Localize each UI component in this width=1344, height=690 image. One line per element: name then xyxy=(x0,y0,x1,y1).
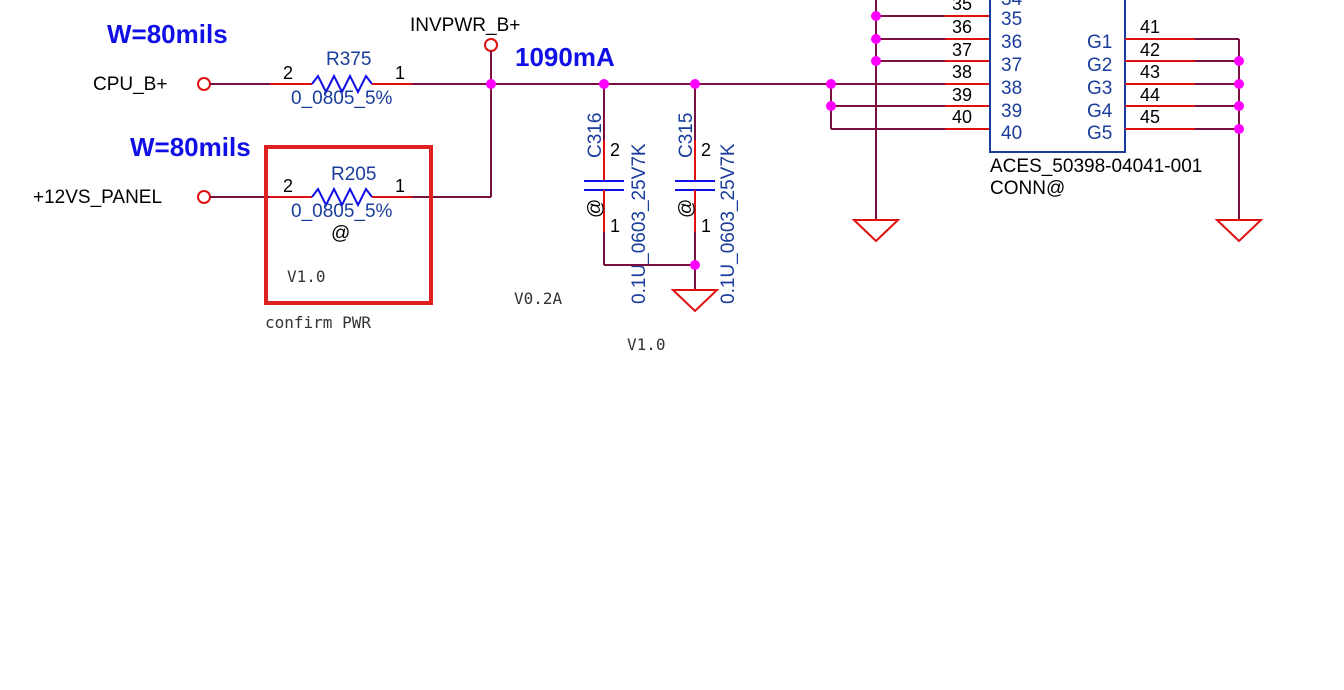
conn-left-inner-number: 38 xyxy=(1001,78,1022,99)
junction-dot xyxy=(690,260,700,270)
junction-dot xyxy=(871,56,881,66)
revision-note-caps: V1.0 xyxy=(627,335,666,354)
c316-refdes: C316 xyxy=(585,113,606,158)
junction-dot xyxy=(599,79,609,89)
c316-pin1-number: 1 xyxy=(610,216,620,236)
connector-option: CONN@ xyxy=(990,178,1065,199)
junction-dot xyxy=(1234,79,1244,89)
r375-pin2-number: 2 xyxy=(283,63,293,83)
r375-refdes: R375 xyxy=(326,49,371,70)
conn-partial-inner-number: 34 xyxy=(1001,0,1023,10)
ground-symbol-left xyxy=(851,219,901,243)
conn-right-pin-number: 44 xyxy=(1140,85,1160,105)
conn-left-outer-number: 36 xyxy=(952,17,972,37)
c316-option: @ xyxy=(585,199,606,218)
conn-right-pin-number: 42 xyxy=(1140,40,1160,60)
c315-option: @ xyxy=(676,199,697,218)
junction-dot xyxy=(486,79,496,89)
net-label-invpwr: INVPWR_B+ xyxy=(410,15,520,36)
r205-value: 0_0805_5% xyxy=(291,201,393,222)
connector-body xyxy=(989,0,1126,153)
conn-right-pin-name: G4 xyxy=(1087,101,1113,122)
port-invpwr xyxy=(484,38,498,52)
r205-refdes: R205 xyxy=(331,164,376,185)
conn-right-pin-name: G5 xyxy=(1087,123,1112,144)
r375-pin1-number: 1 xyxy=(395,63,405,83)
conn-right-pin-name: G1 xyxy=(1087,32,1112,53)
junction-dot xyxy=(1234,124,1244,134)
net-label-panel: +12VS_PANEL xyxy=(33,187,162,208)
conn-right-pin-number: 41 xyxy=(1140,17,1160,37)
c315-pin1-number: 1 xyxy=(701,216,711,236)
junction-dot xyxy=(1234,101,1244,111)
junction-dot xyxy=(826,101,836,111)
ground-symbol-right xyxy=(1214,219,1264,243)
revision-box-label: V1.0 xyxy=(287,267,326,286)
c315-pin2-number: 2 xyxy=(701,140,711,160)
conn-left-inner-number: 37 xyxy=(1001,55,1022,76)
c316-pin2-number: 2 xyxy=(610,140,620,160)
trace-width-note-bottom: W=80mils xyxy=(130,132,251,162)
junction-dot xyxy=(871,34,881,44)
junction-dot xyxy=(871,11,881,21)
conn-left-inner-number: 36 xyxy=(1001,32,1022,53)
confirm-note: confirm PWR xyxy=(265,313,371,332)
port-cpu xyxy=(197,77,211,91)
trace-width-note-top: W=80mils xyxy=(107,19,228,49)
ground-symbol-caps xyxy=(670,289,720,313)
r205-resistor-zigzag xyxy=(311,186,373,208)
r375-value: 0_0805_5% xyxy=(291,88,393,109)
conn-right-pin-number: 43 xyxy=(1140,62,1160,82)
conn-left-outer-number: 39 xyxy=(952,85,972,105)
conn-left-outer-number: 38 xyxy=(952,62,972,82)
r375-resistor-zigzag xyxy=(311,73,373,95)
r205-option: @ xyxy=(331,223,350,244)
conn-left-outer-number: 37 xyxy=(952,40,972,60)
c315-refdes: C315 xyxy=(676,113,697,158)
junction-dot xyxy=(1234,56,1244,66)
port-panel xyxy=(197,190,211,204)
net-label-cpu: CPU_B+ xyxy=(93,74,167,95)
c315-value: 0.1U_0603_25V7K xyxy=(718,143,739,304)
c316-value: 0.1U_0603_25V7K xyxy=(629,143,650,304)
connector-part-number: ACES_50398-04041-001 xyxy=(990,156,1202,177)
conn-right-pin-name: G2 xyxy=(1087,55,1112,76)
highlight-box xyxy=(264,145,433,305)
conn-right-pin-number: 45 xyxy=(1140,107,1160,127)
r205-pin1-number: 1 xyxy=(395,176,405,196)
revision-note-v02a: V0.2A xyxy=(514,289,563,308)
r205-pin2-number: 2 xyxy=(283,176,293,196)
junction-dot xyxy=(826,79,836,89)
conn-left-inner-number: 40 xyxy=(1001,123,1022,144)
conn-partial-outer-number: 35 xyxy=(952,0,972,14)
conn-left-inner-number: 35 xyxy=(1001,9,1022,30)
conn-left-inner-number: 39 xyxy=(1001,101,1022,122)
conn-left-outer-number: 40 xyxy=(952,107,972,127)
conn-right-pin-name: G3 xyxy=(1087,78,1112,99)
junction-dot xyxy=(690,79,700,89)
current-note: 1090mA xyxy=(515,42,615,72)
